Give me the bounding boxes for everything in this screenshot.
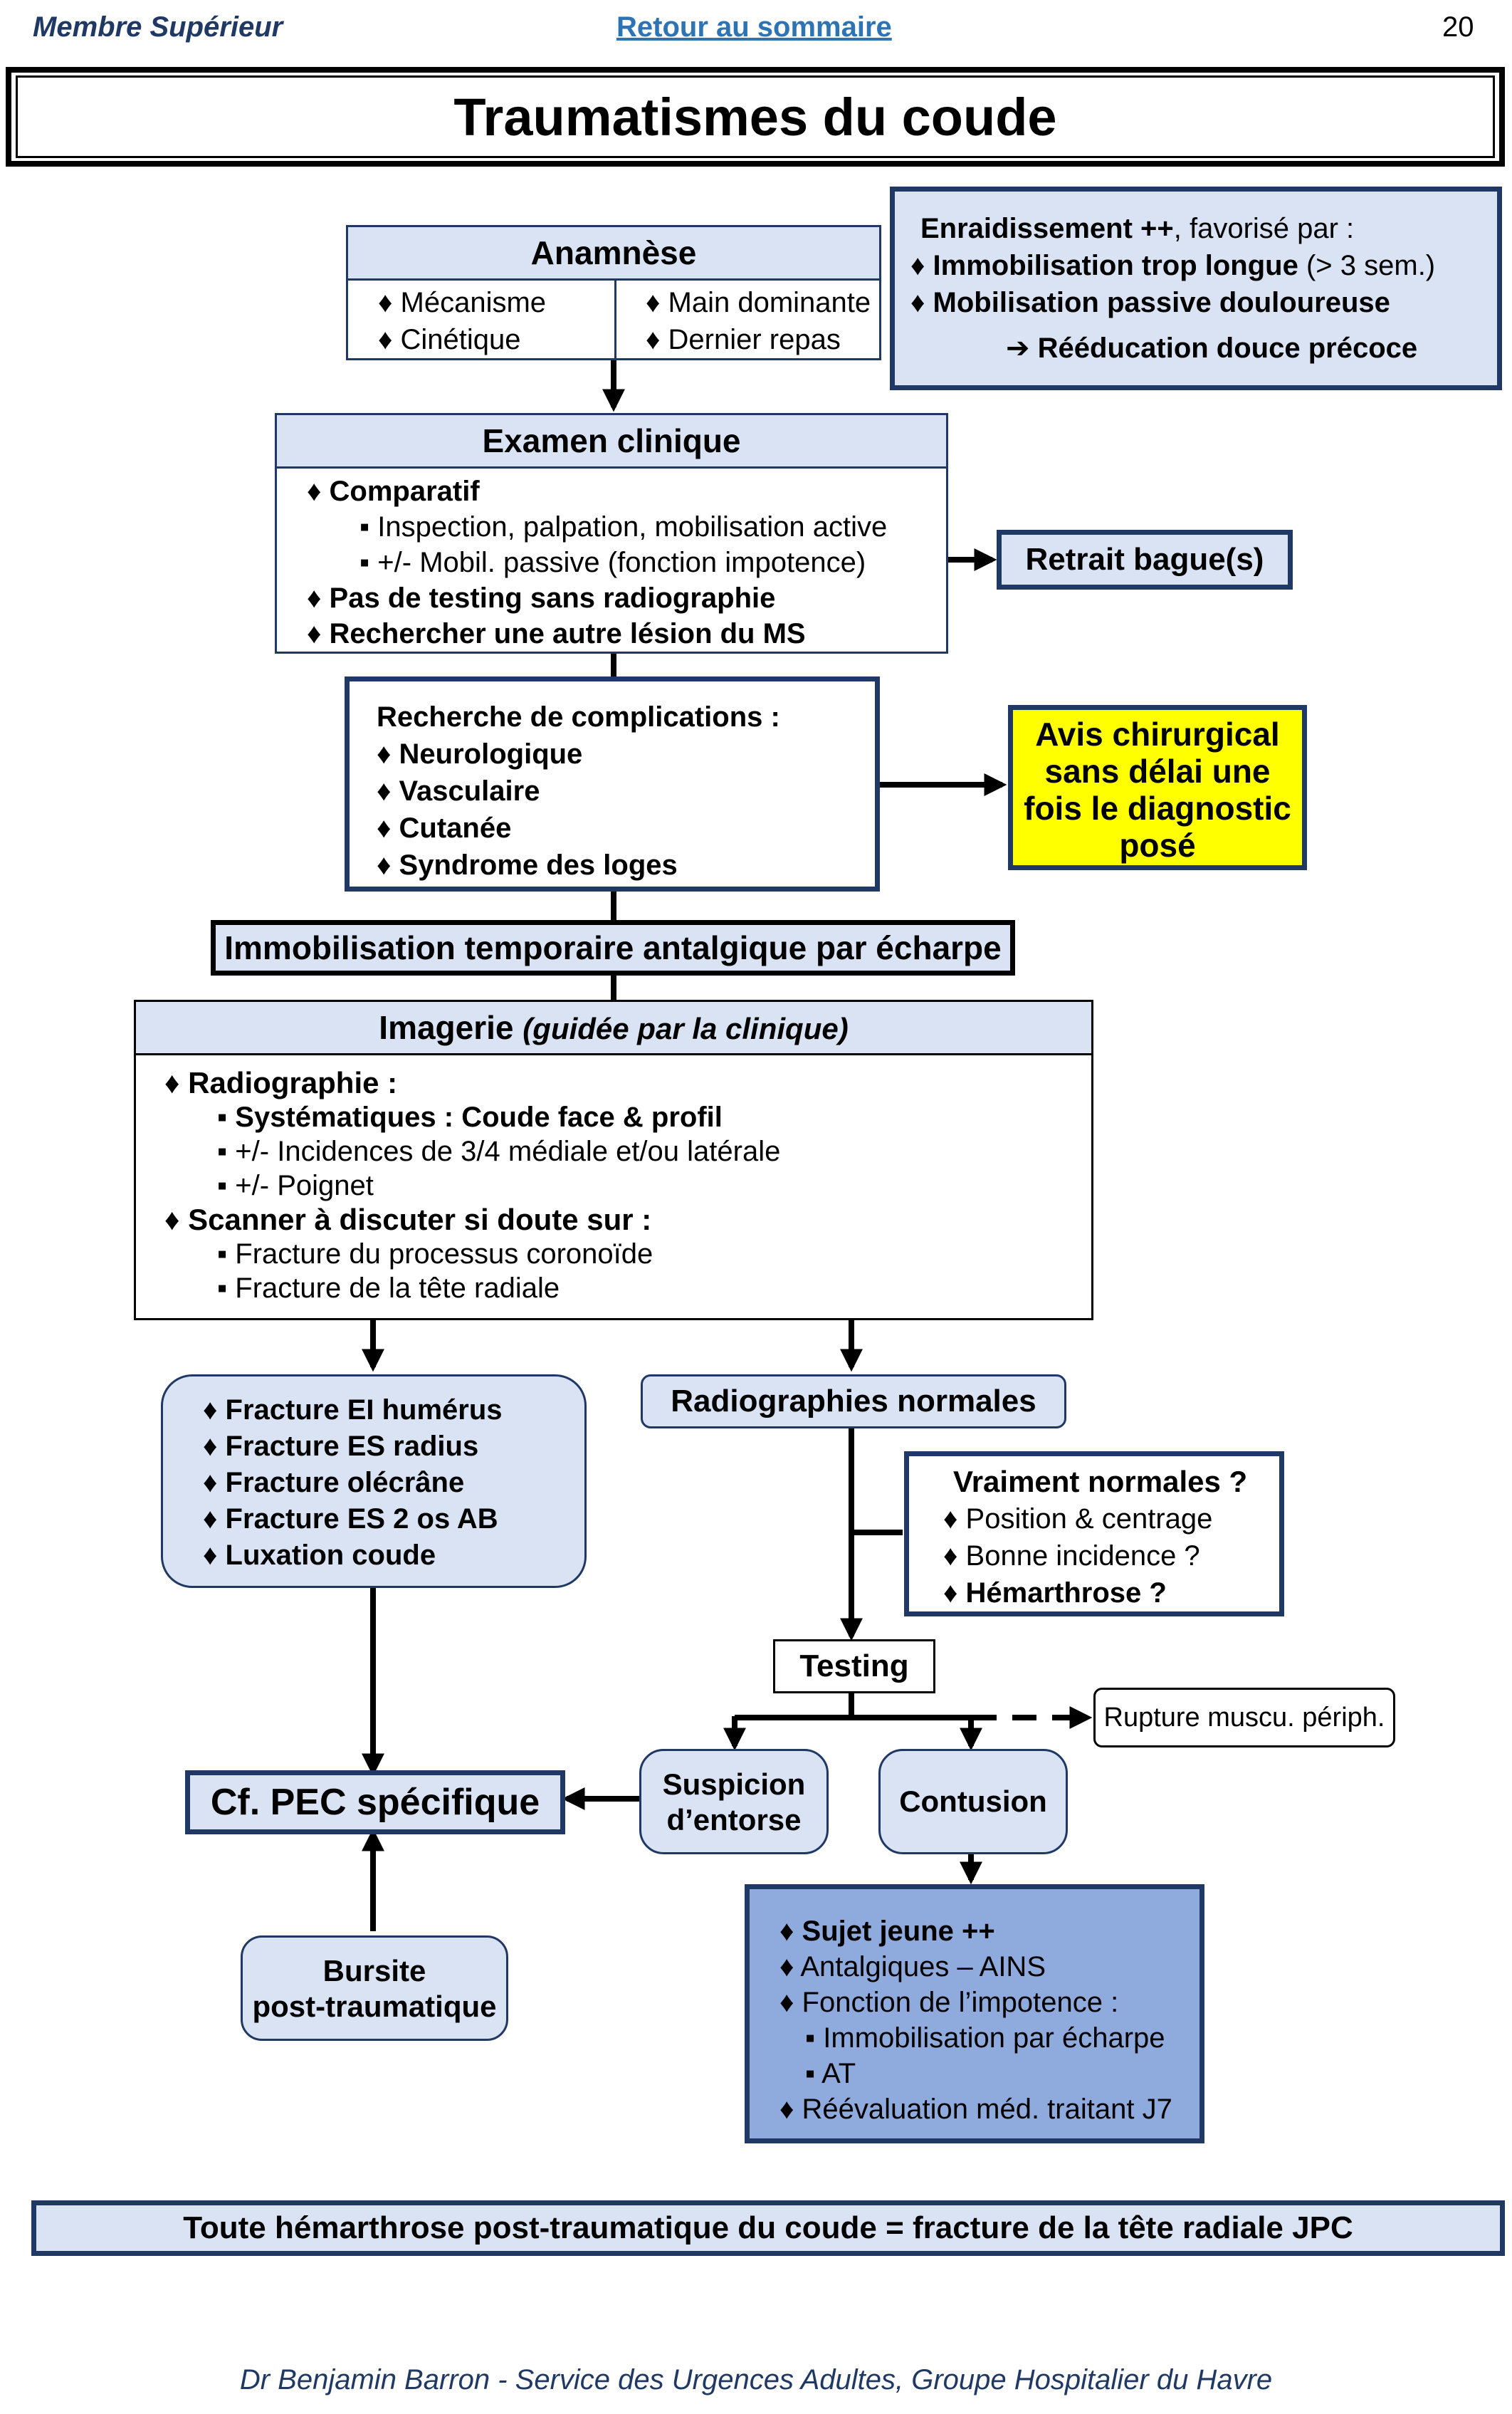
avis-line: posé [1119, 827, 1196, 864]
list-item: ▪ AT [805, 2058, 856, 2089]
list-item: ♦ Bonne incidence ? [943, 1540, 1200, 1572]
list-item: ♦ Radiographie : [164, 1066, 398, 1099]
anamnese-col1: ♦ Mécanisme ♦ Cinétique [378, 284, 546, 358]
anamnese-title: Anamnèse [348, 227, 879, 281]
imagerie-box: Imagerie (guidée par la clinique) ♦ Radi… [134, 1000, 1093, 1320]
right-arrow-icon: ➔ [1006, 333, 1030, 364]
examen-list: ♦ Comparatif ▪ Inspection, palpation, mo… [307, 474, 887, 652]
list-item: ♦ Antalgiques – AINS [779, 1951, 1046, 1982]
list-item: ♦ Mobilisation passive douloureuse [910, 287, 1390, 318]
list-item: ♦ Fracture ES radius [203, 1431, 479, 1462]
list-item: ♦ Cinétique [378, 324, 521, 355]
list-item: ♦ Immobilisation trop longue (> 3 sem.) [910, 250, 1436, 281]
entorse-line: d’entorse [666, 1803, 802, 1836]
examen-clinique-box: Examen clinique ♦ Comparatif ▪ Inspectio… [275, 413, 948, 654]
list-item: ▪ Immobilisation par écharpe [805, 2022, 1165, 2054]
list-item: ♦ Vasculaire [377, 775, 540, 807]
bursite-box: Bursite post-traumatique [241, 1935, 508, 2041]
enraidissement-intro: Enraidissement ++, favorisé par : [920, 213, 1355, 244]
list-item: ♦ Pas de testing sans radiographie [307, 582, 776, 614]
hemarthrose-note: Toute hémarthrose post-traumatique du co… [31, 2200, 1505, 2256]
sujet-jeune-box: ♦ Sujet jeune ++ ♦ Antalgiques – AINS ♦ … [745, 1884, 1204, 2143]
bursite-line: Bursite [322, 1954, 426, 1987]
complications-box: Recherche de complications : ♦ Neurologi… [345, 676, 880, 892]
list-item: ♦ Hémarthrose ? [943, 1577, 1167, 1609]
retrait-bague-box: Retrait bague(s) [997, 530, 1293, 590]
list-item: ♦ Rechercher une autre lésion du MS [307, 618, 806, 649]
anamnese-box: Anamnèse ♦ Mécanisme ♦ Cinétique ♦ Main … [346, 225, 881, 360]
list-item: ▪ +/- Incidences de 3/4 médiale et/ou la… [217, 1136, 781, 1167]
list-item: ♦ Fracture EI humérus [203, 1394, 503, 1426]
list-item: ♦ Scanner à discuter si doute sur : [164, 1203, 652, 1236]
footer-credit: Dr Benjamin Barron - Service des Urgence… [239, 2364, 1273, 2395]
back-to-summary-link[interactable]: Retour au sommaire [616, 11, 892, 43]
section-label: Membre Supérieur [33, 11, 283, 43]
list-item: ▪ Fracture de la tête radiale [217, 1273, 560, 1304]
vraiment-normales-box: Vraiment normales ? ♦ Position & centrag… [904, 1451, 1284, 1616]
radiographies-normales-box: Radiographies normales [641, 1374, 1066, 1428]
enraidissement-box: Enraidissement ++, favorisé par : ♦ Immo… [890, 187, 1502, 390]
anamnese-divider [614, 278, 616, 358]
list-item: ♦ Réévaluation méd. traitant J7 [779, 2094, 1172, 2125]
list-item: ▪ Inspection, palpation, mobilisation ac… [359, 511, 888, 543]
rupture-box: Rupture muscu. périph. [1093, 1688, 1395, 1747]
page-number: 20 [1442, 11, 1474, 43]
list-item: ♦ Main dominante [646, 287, 871, 318]
fractures-box: ♦ Fracture EI humérus ♦ Fracture ES radi… [161, 1374, 587, 1588]
avis-line: fois le diagnostic [1024, 790, 1291, 827]
avis-line: sans délai une [1044, 753, 1271, 790]
list-item: ♦ Cutanée [377, 812, 512, 844]
imagerie-list: ♦ Radiographie : ▪ Systématiques : Coude… [164, 1066, 780, 1305]
anamnese-col2: ♦ Main dominante ♦ Dernier repas [646, 284, 871, 358]
list-item: ▪ Fracture du processus coronoïde [217, 1238, 653, 1270]
enraidissement-conclusion: ➔ Rééducation douce précoce [1006, 333, 1418, 364]
immobilisation-box: Immobilisation temporaire antalgique par… [211, 920, 1015, 976]
list-item: ♦ Fracture ES 2 os AB [203, 1503, 498, 1535]
complications-title: Recherche de complications : [377, 701, 780, 733]
list-item: ♦ Dernier repas [646, 324, 841, 355]
avis-chirurgical-box: Avis chirurgical sans délai une fois le … [1008, 705, 1307, 870]
list-item: ♦ Mécanisme [378, 287, 547, 318]
avis-line: Avis chirurgical [1035, 716, 1280, 753]
pec-specifique-box: Cf. PEC spécifique [185, 1770, 565, 1834]
list-item: ▪ +/- Mobil. passive (fonction impotence… [359, 547, 866, 578]
page-title: Traumatismes du coude [16, 75, 1495, 158]
bursite-line: post-traumatique [252, 1990, 497, 2023]
list-item: ▪ +/- Poignet [217, 1170, 374, 1201]
imagerie-title: Imagerie (guidée par la clinique) [136, 1002, 1091, 1055]
list-item: ♦ Sujet jeune ++ [779, 1916, 995, 1947]
list-item: ♦ Comparatif [307, 476, 480, 507]
list-item: ♦ Position & centrage [943, 1503, 1213, 1535]
entorse-line: Suspicion [662, 1767, 806, 1801]
list-item: ▪ Systématiques : Coude face & profil [217, 1102, 723, 1133]
suspicion-entorse-box: Suspicion d’entorse [639, 1749, 829, 1854]
testing-box: Testing [773, 1639, 935, 1693]
examen-title: Examen clinique [277, 415, 946, 469]
vraiment-title: Vraiment normales ? [953, 1465, 1248, 1498]
list-item: ♦ Luxation coude [203, 1540, 436, 1571]
list-item: ♦ Neurologique [377, 738, 583, 770]
contusion-box: Contusion [878, 1749, 1068, 1854]
title-frame [6, 67, 1505, 167]
list-item: ♦ Fracture olécrâne [203, 1467, 465, 1498]
list-item: ♦ Syndrome des loges [377, 850, 678, 881]
list-item: ♦ Fonction de l’impotence : [779, 1987, 1119, 2018]
